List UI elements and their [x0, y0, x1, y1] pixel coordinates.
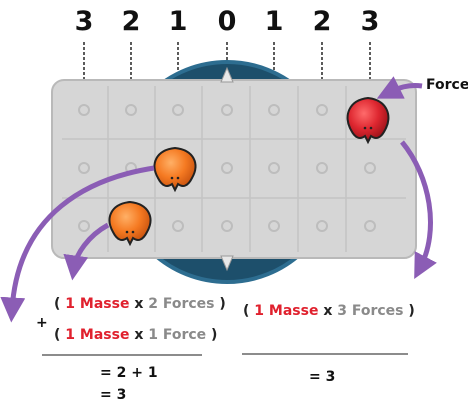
orange-piece-lower: [108, 200, 152, 247]
right-calc-rule: [242, 353, 408, 355]
left-calc-line-1-mass: 1 Masse: [65, 296, 130, 312]
right-calc-line-1-force: 3 Forces: [337, 303, 404, 319]
left-calc-line-2: ( 1 Masse x 1 Force ): [54, 327, 218, 343]
scale-number-left-3: 3: [74, 6, 94, 37]
left-calc-line-1-force: 2 Forces: [148, 296, 215, 312]
left-calc-result-1: = 2 + 1: [100, 365, 158, 381]
left-calc-plus: +: [36, 315, 48, 331]
right-calc-line-1: ( 1 Masse x 3 Forces ): [243, 303, 415, 319]
scale-number-center-0: 0: [217, 6, 237, 37]
scale-number-right-2: 2: [312, 6, 332, 37]
left-calc-rule: [42, 354, 202, 356]
left-calc-line-2-mass: 1 Masse: [65, 327, 130, 343]
force-label: Force: [426, 77, 468, 93]
arrow-red-piece-to-calc: [400, 140, 437, 280]
scale-number-right-3: 3: [360, 6, 380, 37]
scale-number-right-1: 1: [264, 6, 284, 37]
pivot-pointer-top: [220, 66, 234, 83]
red-piece: [346, 96, 390, 145]
pivot-pointer-bottom: [220, 255, 234, 272]
force-arrow-incoming: [376, 76, 423, 99]
scale-number-left-2: 2: [121, 6, 141, 37]
right-calc-result-1: = 3: [309, 369, 336, 385]
left-calc-line-2-force: 1 Force: [148, 327, 207, 343]
board-grid: [62, 86, 406, 252]
scale-number-left-1: 1: [168, 6, 188, 37]
left-calc-result-2: = 3: [100, 387, 127, 403]
left-calc-line-1: ( 1 Masse x 2 Forces ): [54, 296, 226, 312]
scale-ticks: [83, 42, 371, 82]
right-calc-line-1-mass: 1 Masse: [254, 303, 319, 319]
orange-piece-upper: [153, 146, 197, 193]
arrow-upper-piece-to-calc: [0, 165, 155, 323]
arrow-lower-piece-to-calc: [63, 222, 110, 281]
